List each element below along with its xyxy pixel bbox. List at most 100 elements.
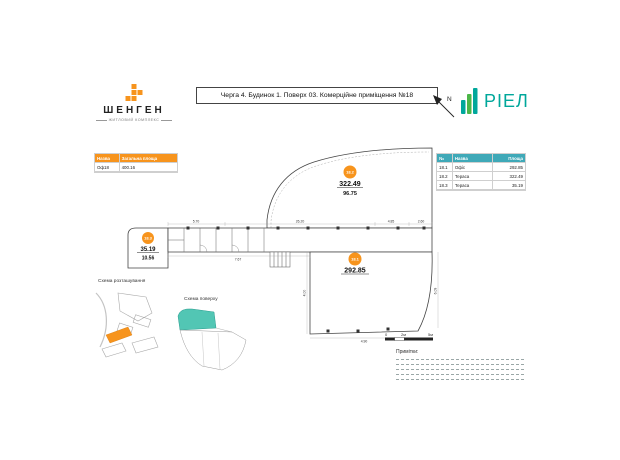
road xyxy=(95,292,107,348)
notes-lines-group xyxy=(396,374,524,384)
rooms-col-name: Назва xyxy=(452,154,494,163)
room-area: 292.85 xyxy=(493,163,525,172)
scale-bar: 0 2м 5м xyxy=(385,332,433,341)
room-name: Тераса xyxy=(452,172,494,181)
rooms-col-area: Площа xyxy=(493,154,525,163)
floor-inner-line xyxy=(201,331,221,370)
room-badge xyxy=(348,252,362,266)
scale-0-label: 0 xyxy=(385,332,388,337)
highlighted-building xyxy=(105,326,133,344)
dimension-lines xyxy=(167,222,439,339)
terrace-18-3-outline xyxy=(127,227,169,269)
dim-label: 4.85 xyxy=(388,220,395,224)
dim-label: 4.90 xyxy=(361,340,368,344)
summary-col-total-area: Загальна площа xyxy=(119,154,177,163)
room-badge-id: 18.2 xyxy=(346,170,355,175)
scale-segment xyxy=(385,337,395,341)
room-name: Тераса xyxy=(452,181,494,190)
divider xyxy=(96,119,107,121)
terrace-18-2-railing xyxy=(270,151,430,228)
riel-logo-name: РІЕЛ xyxy=(484,91,529,111)
room-num: 18.1 xyxy=(437,163,453,172)
notes-lines-group xyxy=(396,359,524,374)
summary-unit-area: 400.16 xyxy=(119,163,177,172)
highlighted-unit xyxy=(177,308,217,331)
north-label: N xyxy=(447,96,452,103)
interior-partitions xyxy=(168,228,265,252)
shengen-logo: ШЕНГЕН ЖИТЛОВИЙ КОМПЛЕКС xyxy=(96,84,172,122)
location-scheme-title: Схема розташування xyxy=(98,279,146,284)
room-area-value: 322.49 xyxy=(339,181,361,188)
floor-scheme-map xyxy=(177,308,247,371)
room-num: 18.3 xyxy=(437,181,453,190)
shengen-logo-subtitle-row: ЖИТЛОВИЙ КОМПЛЕКС xyxy=(96,118,172,122)
building-outline xyxy=(131,336,159,354)
room-marker-18-3: 18.3 35.19 10.56 xyxy=(137,232,159,262)
rooms-table-row: 18.3 Тераса 35.19 xyxy=(437,181,525,190)
floor-inner-line xyxy=(215,327,233,333)
rooms-table-row: 18.2 Тераса 322.49 xyxy=(437,172,525,181)
room-area: 35.19 xyxy=(493,181,525,190)
dim-label: 4.00 xyxy=(303,290,307,297)
scale-segment xyxy=(404,337,433,341)
room-num: 18.2 xyxy=(437,172,453,181)
room-badge-id: 18.3 xyxy=(144,236,153,241)
dimension-labels: 5.70 26.20 4.85 2.60 7.67 6.09 4.00 4.90 xyxy=(193,220,438,344)
shengen-logo-subtitle: ЖИТЛОВИЙ КОМПЛЕКС xyxy=(108,118,160,122)
rooms-table-header: № Назва Площа xyxy=(437,154,525,163)
room-marker-18-2: 18.2 322.49 96.75 xyxy=(337,165,363,197)
room-badge-id: 18.1 xyxy=(351,257,360,262)
floor-outline xyxy=(179,329,247,371)
dim-label: 7.67 xyxy=(235,258,242,262)
rooms-col-num: № xyxy=(437,154,453,163)
room-area: 322.49 xyxy=(493,172,525,181)
riel-logo-icon xyxy=(461,88,478,114)
dim-label: 26.20 xyxy=(296,220,305,224)
note-line xyxy=(396,379,524,380)
columns xyxy=(186,226,426,333)
note-line xyxy=(396,359,524,360)
drawing-title: Черга 4. Будинок 1. Поверх 03. Комерційн… xyxy=(220,92,414,99)
room-name: Офіс xyxy=(452,163,494,172)
notes-label: Примітки: xyxy=(396,349,419,355)
rooms-table: № Назва Площа 18.1 Офіс 292.85 18.2 Тера… xyxy=(436,153,526,191)
office-18-1-outline xyxy=(309,251,433,335)
building-outline xyxy=(132,314,152,328)
dim-label: 5.70 xyxy=(193,220,200,224)
note-line xyxy=(396,364,524,365)
stair-core xyxy=(269,251,291,268)
room-badge xyxy=(343,165,357,179)
floor-scheme-title: Схема поверху xyxy=(184,297,218,302)
building-strip-outline xyxy=(167,227,433,253)
room-area-value: 292.85 xyxy=(344,268,366,275)
dim-label: 6.09 xyxy=(434,288,438,295)
room-area-reduced: 96.75 xyxy=(343,191,357,197)
scale-2m-label: 2м xyxy=(401,332,406,337)
shengen-logo-icon xyxy=(125,84,143,101)
door-arcs xyxy=(199,244,240,253)
summary-table-row: Оф18 400.16 xyxy=(95,163,177,172)
building-outline xyxy=(117,292,153,322)
shengen-logo-name: ШЕНГЕН xyxy=(103,105,165,116)
building-outline xyxy=(101,342,127,358)
summary-col-name: Назва xyxy=(95,154,120,163)
scale-5m-label: 5м xyxy=(428,332,433,337)
note-line xyxy=(396,369,524,370)
room-marker-18-1: 18.1 292.85 xyxy=(341,252,369,275)
scale-segment xyxy=(394,337,405,341)
summary-table: Назва Загальна площа Оф18 400.16 xyxy=(94,153,178,173)
divider xyxy=(161,119,172,121)
north-arrow-icon: N xyxy=(433,95,455,118)
rooms-table-row: 18.1 Офіс 292.85 xyxy=(437,163,525,172)
drawing-title-box: Черга 4. Будинок 1. Поверх 03. Комерційн… xyxy=(196,87,438,104)
note-line xyxy=(396,374,524,375)
terrace-18-2-outline xyxy=(266,147,433,229)
dim-label: 2.60 xyxy=(418,220,425,224)
room-badge xyxy=(142,232,154,244)
room-area-reduced: 10.56 xyxy=(142,256,155,262)
summary-unit-name: Оф18 xyxy=(95,163,120,172)
riel-logo: РІЕЛ xyxy=(461,88,529,115)
room-area-value: 35.19 xyxy=(140,247,156,253)
floor-plan: 5.70 26.20 4.85 2.60 7.67 6.09 4.00 4.90… xyxy=(127,147,439,344)
